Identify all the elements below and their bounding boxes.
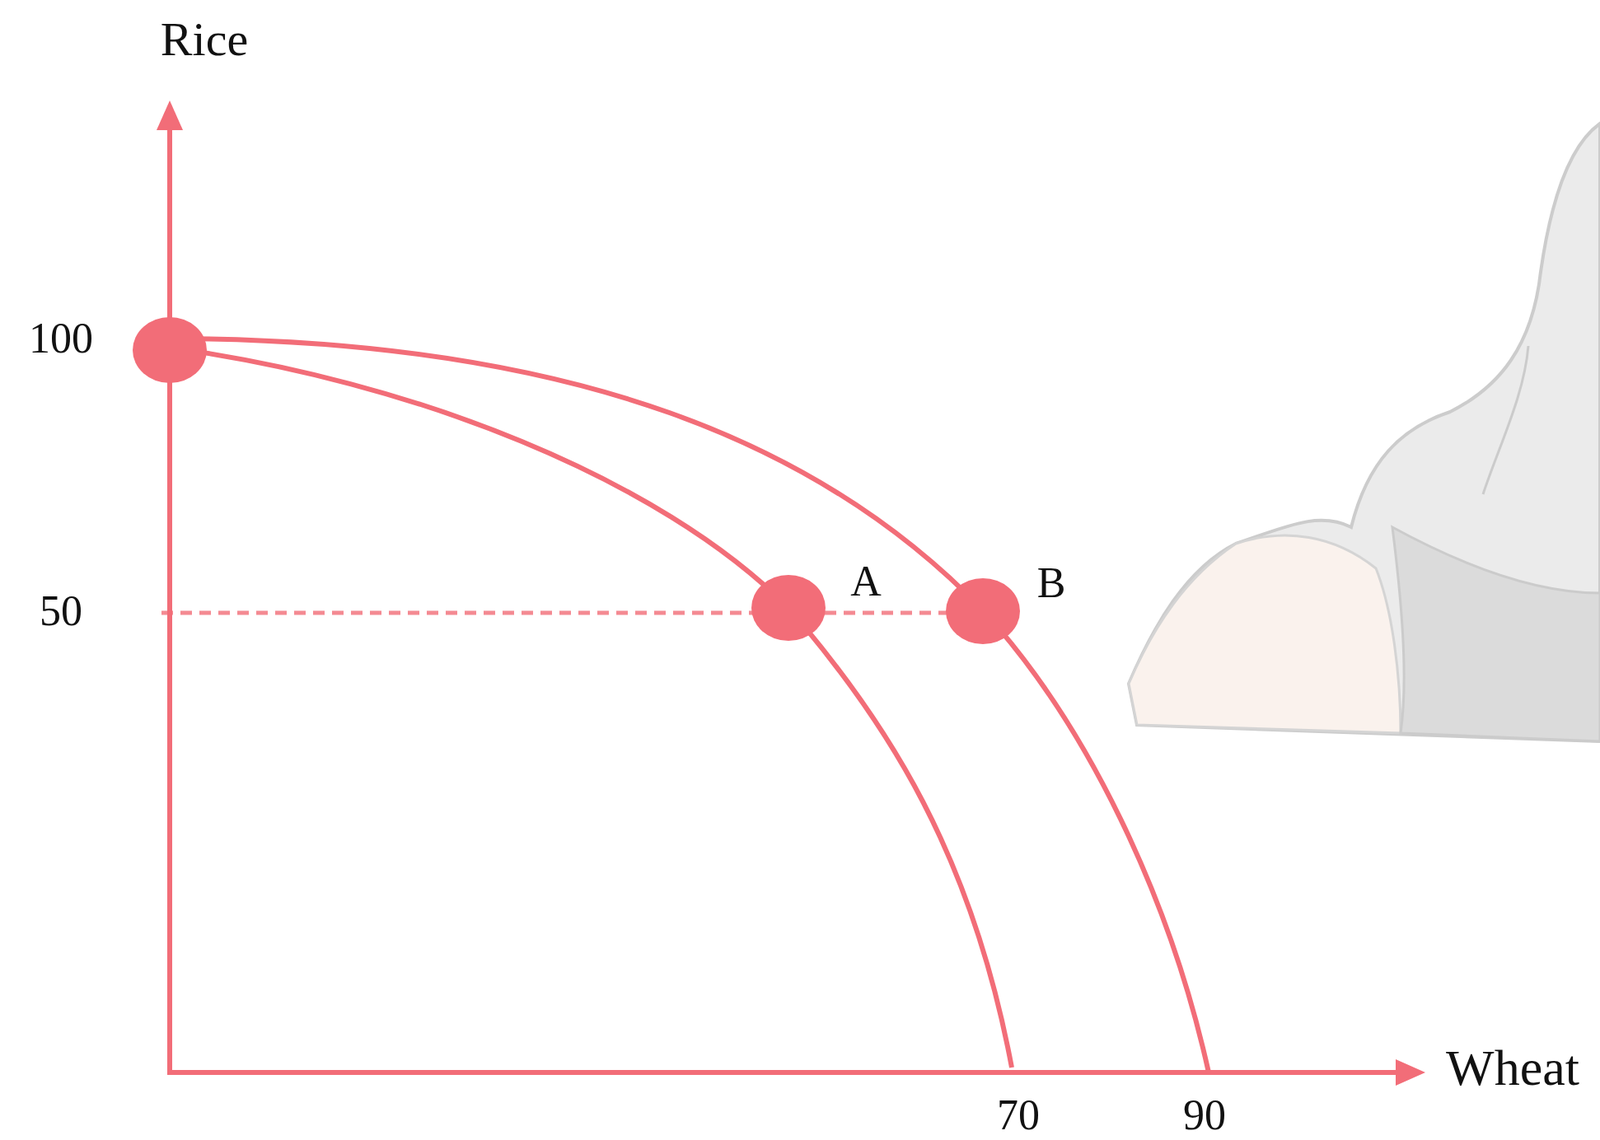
tick-value: 90 bbox=[1183, 1094, 1226, 1137]
axis-arrowhead bbox=[156, 100, 183, 131]
dashed-guide bbox=[161, 611, 948, 616]
tick-value: 50 bbox=[39, 589, 83, 633]
point-label: A bbox=[850, 560, 882, 604]
ppf-curve-outer bbox=[169, 338, 1209, 1073]
faded-illustration bbox=[1128, 123, 1600, 742]
axis-title: Wheat bbox=[1445, 1042, 1580, 1094]
point-label: B bbox=[1037, 561, 1067, 605]
point-dot bbox=[132, 317, 207, 384]
tick-value: 100 bbox=[28, 317, 94, 361]
axis-title: Rice bbox=[160, 15, 248, 64]
tick-value: 70 bbox=[996, 1094, 1040, 1137]
point-dot bbox=[751, 575, 826, 641]
axis-arrowhead bbox=[1395, 1059, 1426, 1086]
axes bbox=[167, 123, 1401, 1073]
point-dot bbox=[945, 578, 1020, 645]
ppf-curve-inner bbox=[169, 347, 1012, 1068]
